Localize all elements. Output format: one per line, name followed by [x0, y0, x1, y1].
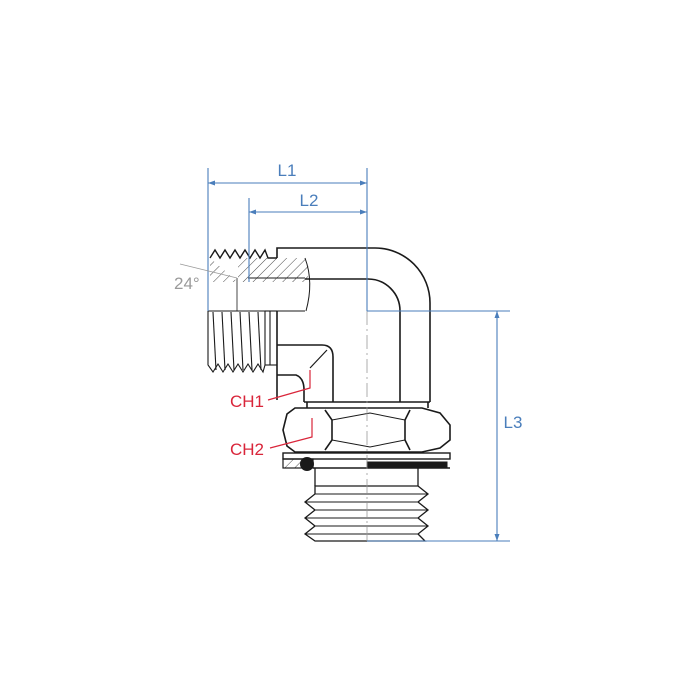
washer [282, 452, 451, 469]
bottom-thread [303, 468, 430, 542]
callout-ch2: CH2 [230, 440, 264, 459]
upper-thread-section [208, 248, 311, 312]
hex-nut [282, 407, 451, 453]
dimension-l2-label: L2 [300, 191, 319, 210]
left-thread [207, 310, 277, 374]
dimension-lines [207, 168, 510, 542]
angle-label: 24° [174, 274, 200, 293]
callout-ch1: CH1 [230, 392, 264, 411]
dimension-l3-label: L3 [504, 413, 523, 432]
dimension-l1-label: L1 [278, 161, 297, 180]
callout-leaders [267, 370, 313, 449]
angle-line [179, 263, 238, 279]
o-ring [300, 457, 314, 471]
